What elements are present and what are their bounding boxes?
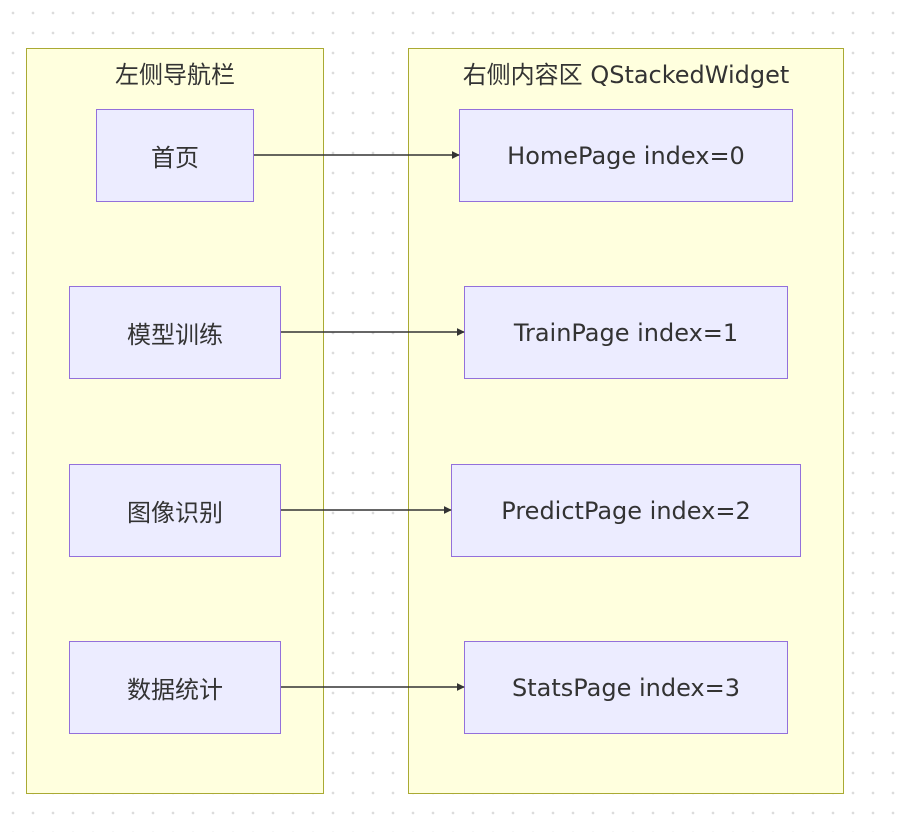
page-node-train: TrainPage index=1 <box>464 286 788 379</box>
left-navigation-title: 左侧导航栏 <box>115 61 235 89</box>
right-content-title: 右侧内容区 QStackedWidget <box>462 61 790 89</box>
nav-node-predict: 图像识别 <box>69 464 281 557</box>
page-node-stats: StatsPage index=3 <box>464 641 788 734</box>
nav-node-home: 首页 <box>96 109 254 202</box>
page-node-predict: PredictPage index=2 <box>451 464 801 557</box>
page-node-home: HomePage index=0 <box>459 109 793 202</box>
nav-node-train: 模型训练 <box>69 286 281 379</box>
nav-node-stats: 数据统计 <box>69 641 281 734</box>
